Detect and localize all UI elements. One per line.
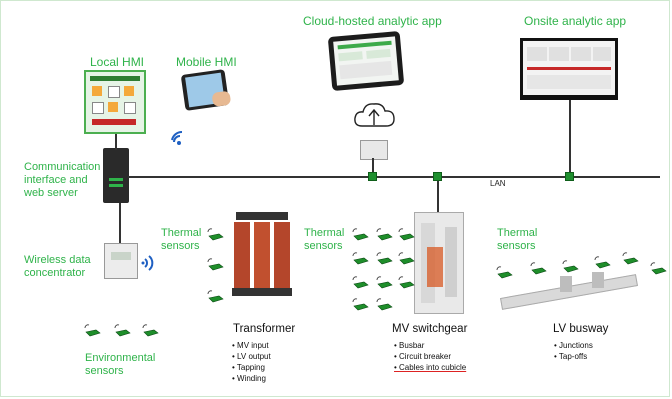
wireless-sensor-icon bbox=[207, 290, 224, 303]
lv-busway-title: LV busway bbox=[553, 323, 609, 335]
wireless-sensor-icon bbox=[376, 276, 393, 289]
environmental-sensors-label: Environmental sensors bbox=[85, 352, 156, 377]
local-hmi-label: Local HMI bbox=[90, 55, 145, 69]
wireless-concentrator-icon bbox=[104, 243, 138, 279]
wireless-sensor-icon bbox=[114, 324, 131, 337]
wireless-sensor-icon bbox=[352, 298, 369, 311]
onsite-app-label: Onsite analytic app bbox=[524, 14, 627, 28]
lv_busway-item: Tap-offs bbox=[554, 351, 593, 362]
switchgear-link bbox=[437, 176, 439, 214]
cloud-upload-icon bbox=[354, 103, 395, 127]
wireless-sensor-icon bbox=[352, 276, 369, 289]
tablet-icon bbox=[180, 69, 232, 111]
mv-switchgear-icon bbox=[414, 212, 464, 314]
mv_switchgear-item: Circuit breaker bbox=[394, 351, 466, 362]
lan-label: LAN bbox=[490, 179, 506, 188]
concentrator-link bbox=[119, 203, 121, 243]
wireless-sensor-icon bbox=[376, 298, 393, 311]
cloud-app-label: Cloud-hosted analytic app bbox=[303, 14, 442, 28]
wireless-sensor-icon bbox=[376, 252, 393, 265]
gateway-device-icon bbox=[360, 140, 388, 160]
wireless-sensor-icon bbox=[142, 324, 159, 337]
transformer-item: MV input bbox=[232, 340, 271, 351]
lv-busway-list: JunctionsTap-offs bbox=[554, 340, 593, 362]
lan-line bbox=[128, 176, 660, 178]
comm-interface-label: Communication interface and web server bbox=[24, 161, 101, 199]
wireless-sensor-icon bbox=[398, 252, 415, 265]
wireless-sensor-icon bbox=[207, 228, 224, 241]
comm-interface-device-icon bbox=[103, 148, 129, 203]
onsite-link bbox=[569, 100, 571, 176]
wifi-icon bbox=[171, 130, 183, 145]
thermal-sensors-busway-label: Thermal sensors bbox=[497, 227, 538, 252]
local-hmi-screen-icon bbox=[84, 70, 146, 134]
transformer-item: LV output bbox=[232, 351, 271, 362]
transformer-title: Transformer bbox=[233, 323, 296, 335]
transformer-item: Winding bbox=[232, 373, 271, 384]
wireless-sensor-icon bbox=[376, 228, 393, 241]
mv-switchgear-list: BusbarCircuit breakerCables into cubicle bbox=[394, 340, 466, 373]
wireless-concentrator-label: Wireless data concentrator bbox=[24, 254, 91, 279]
wireless-sensor-icon bbox=[562, 260, 579, 273]
wireless-sensor-icon bbox=[207, 258, 224, 271]
thermal-sensors-transformer-label: Thermal sensors bbox=[161, 227, 202, 252]
thermal-sensors-switchgear-label: Thermal sensors bbox=[304, 227, 345, 252]
lv_busway-item: Junctions bbox=[554, 340, 593, 351]
transformer-list: MV inputLV outputTappingWinding bbox=[232, 340, 271, 384]
cloud-link bbox=[372, 158, 374, 176]
lan-node-cloud bbox=[368, 172, 377, 181]
mobile-hmi-label: Mobile HMI bbox=[176, 55, 237, 69]
lv-busway-icon bbox=[500, 272, 640, 310]
wireless-sensor-icon bbox=[650, 262, 667, 275]
lan-node-onsite bbox=[565, 172, 574, 181]
wireless-sensor-icon bbox=[352, 228, 369, 241]
mv-switchgear-title: MV switchgear bbox=[392, 323, 468, 335]
wireless-sensor-icon bbox=[594, 256, 611, 269]
wireless-sensor-icon bbox=[84, 324, 101, 337]
wireless-sensor-icon bbox=[398, 276, 415, 289]
wireless-sensor-icon bbox=[622, 252, 639, 265]
lan-node-switchgear bbox=[433, 172, 442, 181]
mv_switchgear-item: Cables into cubicle bbox=[394, 362, 466, 373]
monitor-icon bbox=[520, 38, 618, 100]
transformer-item: Tapping bbox=[232, 362, 271, 373]
wireless-sensor-icon bbox=[352, 252, 369, 265]
cloud-tablet-icon bbox=[327, 30, 405, 92]
wireless-sensor-icon bbox=[398, 228, 415, 241]
wireless-sensor-icon bbox=[496, 266, 513, 279]
transformer-icon bbox=[232, 212, 292, 302]
hmi-link bbox=[115, 134, 117, 150]
wireless-sensor-icon bbox=[530, 262, 547, 275]
mv_switchgear-item: Busbar bbox=[394, 340, 466, 351]
wireless-signal-icon bbox=[141, 255, 154, 271]
